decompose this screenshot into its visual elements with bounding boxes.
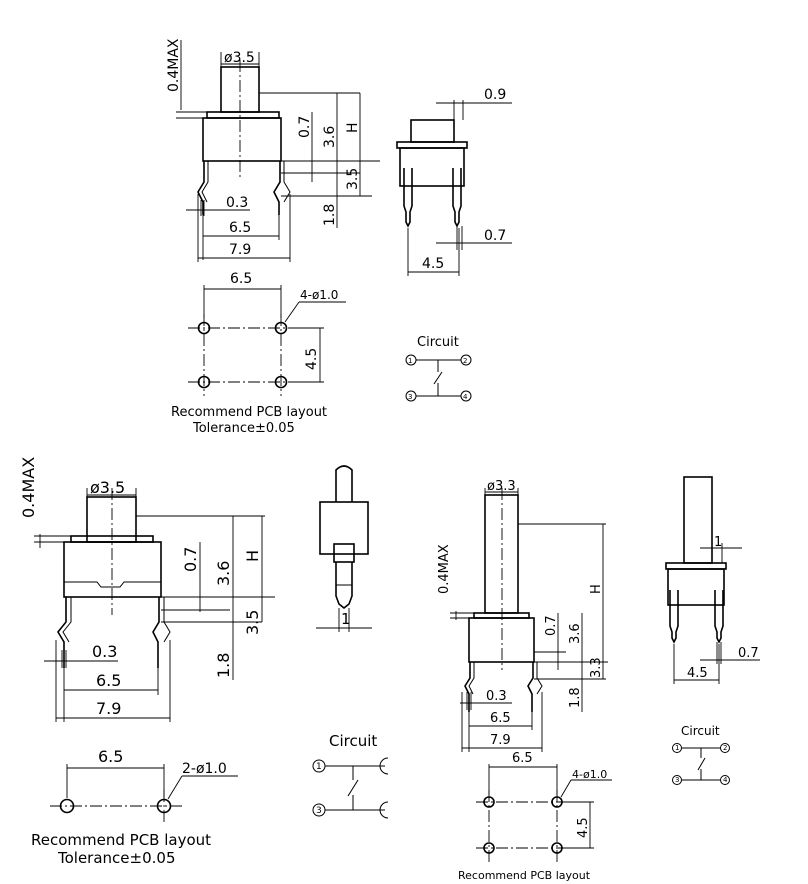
d2-h36-label: 3.6: [214, 561, 233, 586]
d1-h18-label: 1.8: [322, 204, 338, 226]
d3-max-label: 0.4MAX: [437, 544, 452, 594]
d3-s1-label: 1: [714, 535, 722, 550]
d2-pcb-holes-label: 2-ø1.0: [182, 761, 227, 777]
d1-pcb-tolerance: Tolerance±0.05: [192, 421, 295, 436]
d1-pcb-holes-label: 4-ø1.0: [300, 288, 338, 302]
d3-pcb-holes-label: 4-ø1.0: [572, 768, 607, 781]
d3-pcb-w-label: 6.5: [512, 751, 533, 766]
drawing-2: 0.4MAX ø3.5 0.7 3.6 H 3.5 1.8 0.3 6.5 7.…: [19, 457, 389, 867]
d3-s07-label: 0.7: [738, 646, 759, 661]
d2-h07-label: 0.7: [181, 547, 200, 572]
d3-w65-label: 6.5: [490, 711, 511, 726]
d1-h35-label: 3.5: [345, 168, 361, 190]
d3-diameter-label: ø3.3: [487, 479, 516, 494]
d3-h33-label: 3.3: [589, 657, 604, 678]
d1-h36-label: 3.6: [322, 126, 338, 148]
d1-pin-4: 4: [463, 393, 468, 401]
d2-pcb-w-label: 6.5: [98, 747, 123, 766]
d3-circuit: [672, 743, 730, 785]
d1-h07-label: 0.7: [297, 116, 313, 138]
d2-w79-label: 7.9: [96, 699, 121, 718]
d3-pcb-h-label: 4.5: [576, 817, 591, 838]
d3-side-view: [665, 476, 760, 684]
d1-pin-3: 3: [408, 393, 412, 401]
d1-pcb-caption: Recommend PCB layout: [171, 405, 327, 420]
d2-front-view: [57, 488, 171, 668]
d1-hH-label: H: [345, 122, 361, 133]
d3-pin-2: 2: [723, 744, 727, 752]
d1-diameter-label: ø3.5: [224, 50, 255, 66]
d3-front-view: [464, 488, 543, 712]
d1-front-view: [197, 60, 291, 215]
d1-s07-label: 0.7: [484, 228, 506, 244]
d3-w79-label: 7.9: [490, 733, 511, 748]
d1-w65-label: 6.5: [229, 220, 251, 236]
drawing-3: 0.4MAX ø3.3 0.7 3.6 H 3.3 1.8 0.3 6.5 7.…: [437, 476, 760, 882]
d2-max-label: 0.4MAX: [19, 457, 38, 518]
d3-dimensions: [450, 488, 608, 752]
d1-max-label: 0.4MAX: [166, 38, 182, 92]
d3-pin-4: 4: [723, 776, 728, 784]
d1-w79-label: 7.9: [229, 242, 251, 258]
d3-pin-1: 1: [675, 744, 679, 752]
d2-w65-label: 6.5: [96, 671, 121, 690]
d2-diameter-label: ø3.5: [90, 478, 125, 497]
d1-s45-label: 4.5: [422, 256, 444, 272]
d1-pcb-h-label: 4.5: [304, 348, 320, 370]
d2-side-view: [316, 465, 372, 632]
d3-w03-label: 0.3: [486, 689, 507, 704]
d3-h07-label: 0.7: [544, 615, 559, 636]
d2-pcb-layout: [50, 764, 238, 822]
d3-hH-label: H: [589, 584, 604, 594]
d3-pin-3: 3: [675, 776, 679, 784]
d1-pcb-w-label: 6.5: [230, 271, 252, 287]
d3-circuit-title: Circuit: [681, 724, 720, 738]
d1-dimensions: [176, 40, 380, 262]
d1-pin-2: 2: [463, 357, 467, 365]
d3-h36-label: 3.6: [568, 623, 583, 644]
d3-pcb-layout: [476, 764, 612, 862]
d1-pin-1: 1: [408, 357, 412, 365]
d2-s1-label: 1: [341, 610, 351, 628]
d2-pcb-tolerance: Tolerance±0.05: [57, 849, 176, 867]
d1-pcb-layout: [188, 285, 346, 396]
d2-circuit-title: Circuit: [329, 732, 377, 750]
d2-h18-label: 1.8: [214, 653, 233, 678]
d2-circuit: [312, 757, 389, 819]
d2-w03-label: 0.3: [92, 642, 117, 661]
d3-pcb-caption: Recommend PCB layout: [458, 869, 591, 882]
d2-pin-1: 1: [316, 762, 322, 772]
d2-hH-label: H: [243, 550, 262, 562]
d1-w03-label: 0.3: [226, 195, 248, 211]
d3-s45-label: 4.5: [687, 666, 708, 681]
d2-h35-label: 3.5: [243, 610, 262, 635]
d1-side-view: [396, 100, 512, 276]
d2-pcb-caption: Recommend PCB layout: [31, 831, 211, 849]
d3-h18-label: 1.8: [568, 687, 583, 708]
d1-circuit-title: Circuit: [417, 335, 459, 350]
d2-dimensions: [34, 488, 275, 722]
d2-pin-3: 3: [316, 806, 322, 816]
drawing-1: 0.4MAX ø3.5 0.7 3.6 H 3.5 1.8 0.3 6.5 7.…: [166, 38, 512, 436]
d1-circuit: [405, 354, 472, 402]
d1-s09-label: 0.9: [484, 87, 506, 103]
